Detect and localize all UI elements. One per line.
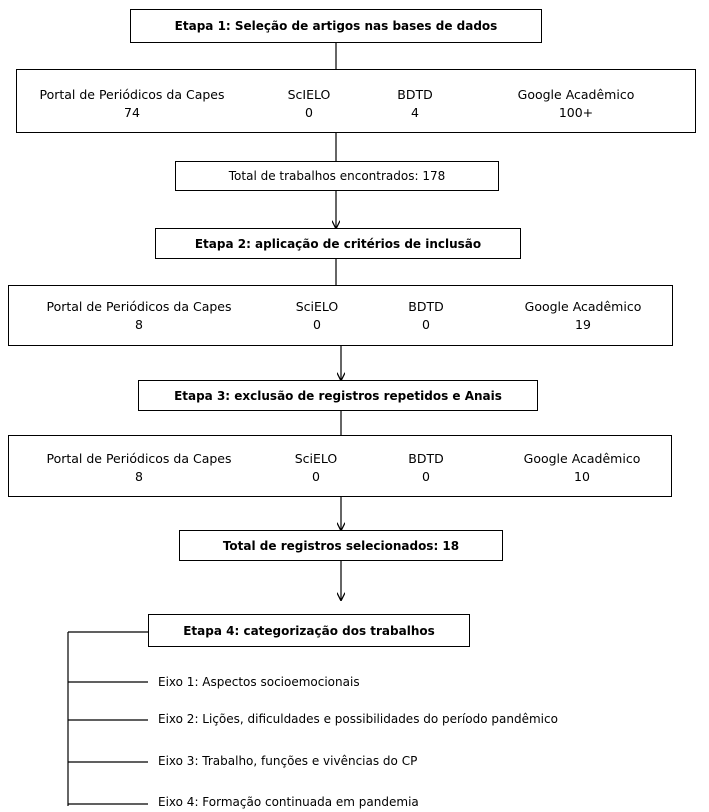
- stage2-db-scielo: SciELO 0: [296, 298, 339, 334]
- db-count: 0: [313, 317, 321, 332]
- db-name: Portal de Periódicos da Capes: [39, 87, 225, 102]
- stage1-db-capes: Portal de Periódicos da Capes 74: [39, 86, 224, 122]
- stage4-title: Etapa 4: categorização dos trabalhos: [183, 623, 435, 638]
- db-name: ScIELO: [287, 87, 331, 102]
- stage1-title-box: Etapa 1: Seleção de artigos nas bases de…: [130, 9, 542, 43]
- stage1-db-google: Google Acadêmico 100+: [518, 86, 635, 122]
- db-name: SciELO: [295, 299, 339, 314]
- stage3-db-bdtd: BDTD 0: [408, 450, 443, 486]
- db-name: Google Acadêmico: [524, 299, 642, 314]
- db-count: 19: [575, 317, 591, 332]
- axis-item-4: Eixo 4: Formação continuada em pandemia: [158, 795, 419, 809]
- db-name: Google Acadêmico: [523, 451, 641, 466]
- db-count: 0: [305, 105, 313, 120]
- db-count: 0: [422, 469, 430, 484]
- stage3-title-box: Etapa 3: exclusão de registros repetidos…: [138, 380, 538, 411]
- db-name: Google Acadêmico: [517, 87, 635, 102]
- db-count: 0: [422, 317, 430, 332]
- db-name: BDTD: [408, 299, 444, 314]
- axis-item-1: Eixo 1: Aspectos socioemocionais: [158, 675, 360, 689]
- stage2-db-google: Google Acadêmico 19: [525, 298, 642, 334]
- stage3-db-capes: Portal de Periódicos da Capes 8: [46, 450, 231, 486]
- db-count: 0: [312, 469, 320, 484]
- db-name: BDTD: [408, 451, 444, 466]
- stage2-db-capes: Portal de Periódicos da Capes 8: [46, 298, 231, 334]
- stage2-title-box: Etapa 2: aplicação de critérios de inclu…: [155, 228, 521, 259]
- stage2-databases-box: Portal de Periódicos da Capes 8 SciELO 0…: [8, 285, 673, 346]
- stage1-total-box: Total de trabalhos encontrados: 178: [175, 161, 499, 191]
- stage2-db-bdtd: BDTD 0: [408, 298, 443, 334]
- stage1-total: Total de trabalhos encontrados: 178: [228, 169, 446, 183]
- stage3-total: Total de registros selecionados: 18: [222, 538, 460, 553]
- stage2-title: Etapa 2: aplicação de critérios de inclu…: [194, 236, 482, 251]
- db-count: 74: [124, 105, 140, 120]
- stage1-title: Etapa 1: Seleção de artigos nas bases de…: [174, 19, 498, 33]
- db-name: Portal de Periódicos da Capes: [46, 451, 232, 466]
- stage1-db-scielo: ScIELO 0: [288, 86, 331, 122]
- stage3-db-scielo: SciELO 0: [295, 450, 338, 486]
- db-count: 4: [411, 105, 419, 120]
- stage3-db-google: Google Acadêmico 10: [524, 450, 641, 486]
- stage3-databases-box: Portal de Periódicos da Capes 8 SciELO 0…: [8, 435, 672, 497]
- db-name: Portal de Periódicos da Capes: [46, 299, 232, 314]
- stage3-total-box: Total de registros selecionados: 18: [179, 530, 503, 561]
- axis-item-2: Eixo 2: Lições, dificuldades e possibili…: [158, 712, 558, 726]
- db-name: BDTD: [397, 87, 433, 102]
- stage1-databases-box: Portal de Periódicos da Capes 74 ScIELO …: [16, 69, 696, 133]
- db-count: 8: [135, 469, 143, 484]
- db-count: 10: [574, 469, 590, 484]
- db-count: 100+: [558, 105, 594, 120]
- stage1-db-bdtd: BDTD 4: [397, 86, 432, 122]
- stage4-title-box: Etapa 4: categorização dos trabalhos: [148, 614, 470, 647]
- axis-item-3: Eixo 3: Trabalho, funções e vivências do…: [158, 754, 418, 768]
- db-name: SciELO: [294, 451, 338, 466]
- stage3-title: Etapa 3: exclusão de registros repetidos…: [174, 388, 502, 403]
- db-count: 8: [135, 317, 143, 332]
